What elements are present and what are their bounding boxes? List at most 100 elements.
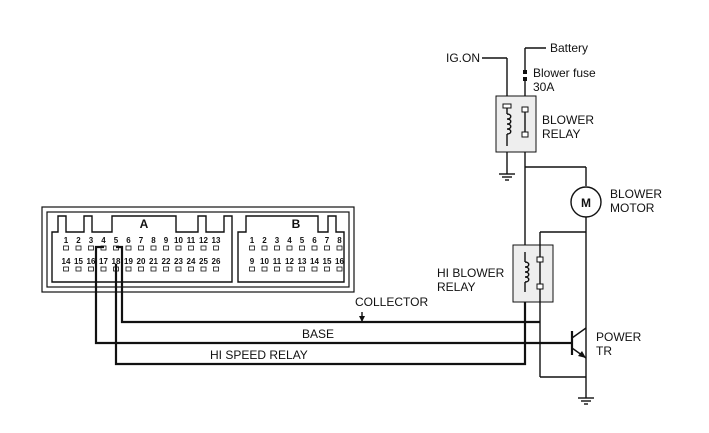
connector-pin-terminal [175,245,182,251]
connector-pin-terminal [286,245,293,251]
blower-relay-box [495,95,537,153]
connector-pin-terminal [324,245,330,251]
blower-motor-label-2: MOTOR [610,201,655,215]
collector-label: COLLECTOR [355,295,428,309]
connector-a-outline [51,215,233,283]
hi-relay-switch-top [536,256,544,263]
hi-speed-relay-wire [114,264,527,366]
blower-fuse-label: Blower fuse [533,66,596,80]
connector-pin-label: 1 [250,236,255,245]
connector-pin-label: 12 [285,257,294,266]
connector-pin-terminal [188,266,194,272]
blower-relay-coil-terminal [502,103,512,109]
hi-relay-switch-bottom [536,283,544,290]
connector-pin-terminal [63,245,69,251]
connector-pin-label: 16 [335,257,344,266]
connector-pin-terminal [75,245,82,251]
connector-pin-label: 16 [87,257,96,266]
hi-blower-relay-label-2: RELAY [437,280,475,294]
connector-pin-terminal [150,266,157,272]
blower-relay-coil [506,113,512,135]
connector-pin-terminal [299,266,305,272]
connector-pin-label: 2 [76,236,81,245]
connector-pin-terminal [125,266,132,272]
connector-pin-label: 8 [151,236,156,245]
connector-pin-terminal [213,266,219,272]
connector-pin-label: 9 [164,236,169,245]
connector-pin-label: 4 [101,236,106,245]
connector-pin-label: 13 [212,236,221,245]
connector-pin-label: 3 [275,236,280,245]
fuse-terminal-bottom [523,77,527,81]
connector-pin-label: 22 [162,257,171,266]
connector-pin-terminal [311,245,318,251]
connector-pin-label: 19 [124,257,133,266]
connector-pin-label: 11 [187,236,196,245]
blower-relay-label-1: BLOWER [542,113,594,127]
connector-pin-terminal [286,266,293,272]
power-tr-label-1: POWER [596,330,642,344]
connector-pin-label: 4 [287,236,292,245]
connector-pin-label: 14 [310,257,319,266]
connector-pin-label: 6 [312,236,317,245]
connector-pin-terminal [213,245,219,251]
fuse-terminal-top [523,70,527,74]
connector-pin-label: 5 [300,236,305,245]
connector-pin-label: 9 [250,257,255,266]
connector-pin-terminal [336,245,343,251]
connector-pin-label: 24 [187,257,196,266]
connector-pin-label: 17 [99,257,108,266]
blower-relay-label-2: RELAY [542,127,580,141]
connector-pin-label: 25 [199,257,208,266]
connector-b-label: B [292,217,301,231]
hi-blower-relay [512,231,586,378]
power-transistor [560,327,594,405]
connector-b-outline [237,215,345,283]
ground-symbol-transistor [578,397,594,405]
collector-wire [116,245,540,324]
connector-pin-terminal [261,245,268,251]
connector-pin-label: 15 [323,257,332,266]
connector-pin-terminal [336,266,343,272]
connector-pin-terminal [249,245,255,251]
connector-pin-label: 11 [273,257,282,266]
blower-fuse-rating: 30A [533,80,554,94]
connector-pin-terminal [188,245,194,251]
connector-pin-label: 20 [137,257,146,266]
signal-wires [94,245,560,366]
connector-pin-terminal [163,245,169,251]
blower-relay-switch-top [521,106,529,113]
connector-pin-label: 18 [112,257,121,266]
connector-pin-terminal [75,266,82,272]
connector-pin-terminal [175,266,182,272]
connector-pin-label: 6 [126,236,131,245]
blower-relay-switch-bottom [521,131,529,138]
connector-pin-terminal [324,266,330,272]
connector-pin-label: 8 [337,236,342,245]
connector-pin-terminal [200,266,207,272]
connector-pin-terminal [150,245,157,251]
connector-pin-label: 3 [89,236,94,245]
ig-on-label: IG.ON [446,51,480,65]
connector-pin-terminal [163,266,169,272]
blower-relay-section [482,47,586,248]
base-label: BASE [302,327,334,341]
connector-pin-terminal [100,266,107,272]
connector-pin-terminal [138,266,144,272]
connector-pin-label: 23 [174,257,183,266]
battery-label: Battery [550,41,588,55]
connector-pin-terminal [88,266,94,272]
transistor-collector-leg [571,327,587,339]
blower-motor-label-1: BLOWER [610,187,662,201]
connector-pin-label: 13 [298,257,307,266]
connector-pin-terminal [249,266,255,272]
transistor-emitter-arrow [578,351,586,358]
hi-relay-coil [524,261,530,283]
connector-pin-terminal [311,266,318,272]
connector-pin-label: 7 [139,236,144,245]
connector-pin-label: 7 [325,236,330,245]
